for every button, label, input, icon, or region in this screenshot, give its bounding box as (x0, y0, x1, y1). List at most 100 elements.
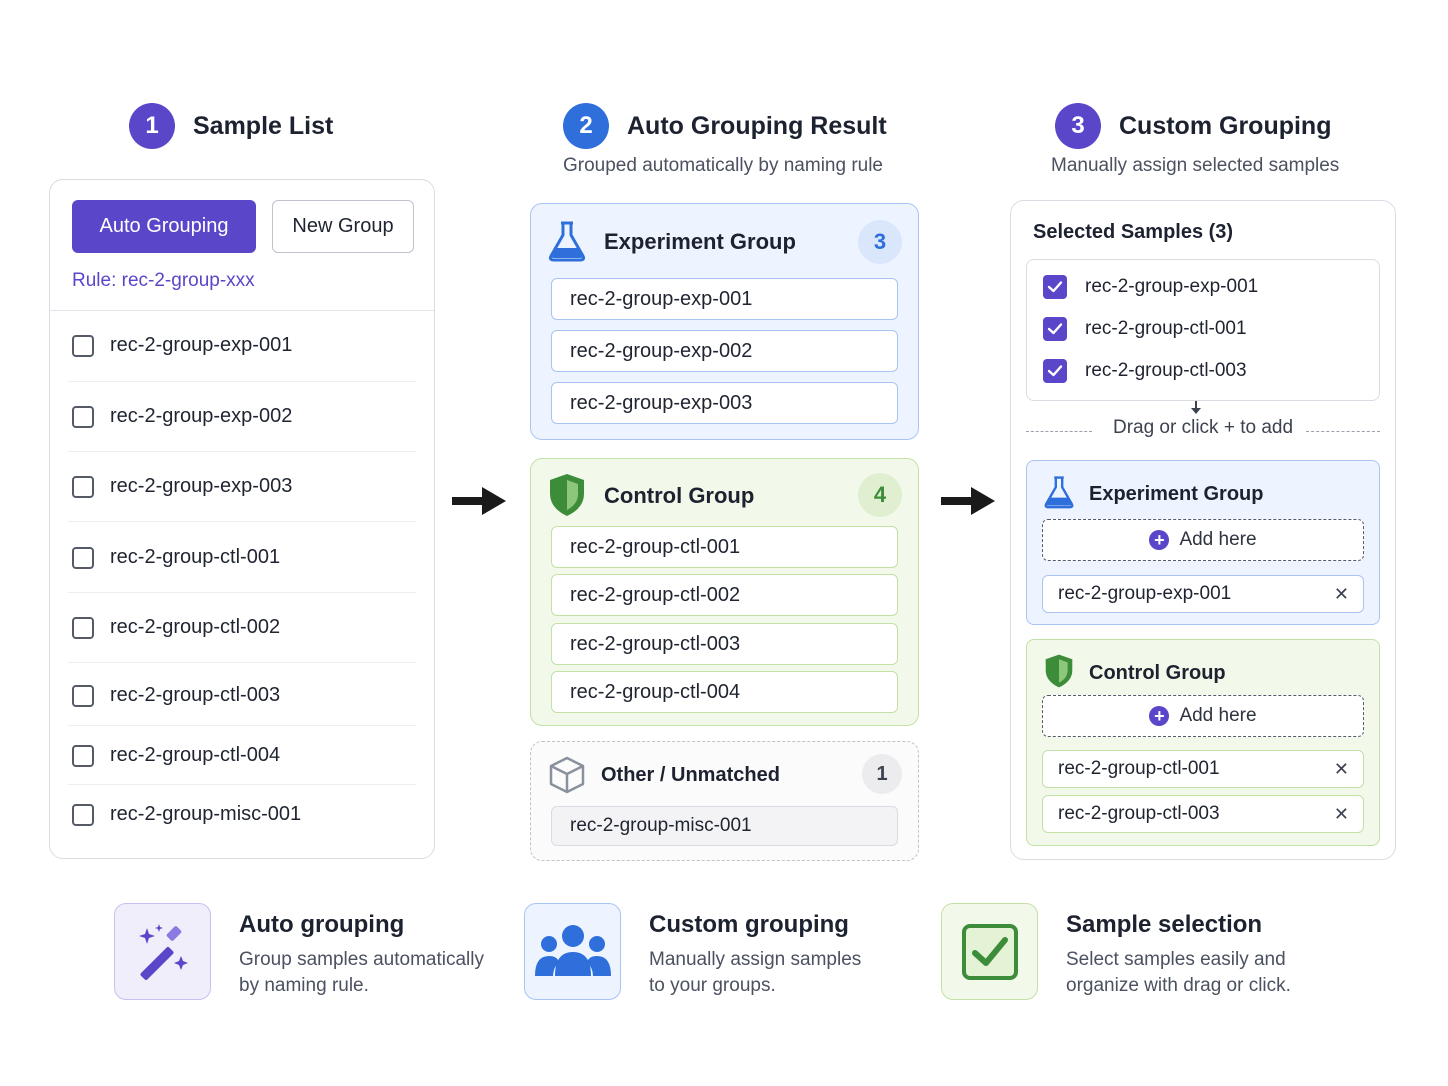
selected-samples-title: Selected Samples (3) (1033, 221, 1234, 243)
sample-name: rec-2-group-ctl-003 (1085, 360, 1247, 381)
selected-sample-row[interactable]: rec-2-group-exp-001 (1043, 275, 1258, 299)
divider (50, 310, 434, 311)
experiment-group-card: Experiment Group 3 rec-2-group-exp-001 r… (530, 203, 919, 440)
group-sample-item[interactable]: rec-2-group-ctl-002 (551, 574, 898, 616)
step-3-subtitle: Manually assign selected samples (1051, 155, 1340, 176)
divider (68, 784, 416, 785)
sample-name: rec-2-group-misc-001 (110, 803, 302, 825)
divider (68, 592, 416, 593)
checkbox-checked-icon[interactable] (1043, 275, 1067, 299)
other-group-count: 1 (862, 754, 902, 794)
control-group-title: Control Group (604, 483, 755, 508)
step-2-header: 2 Auto Grouping Result (563, 103, 887, 149)
auto-grouping-button[interactable]: Auto Grouping (72, 200, 256, 253)
arrow-down-icon (1191, 401, 1201, 414)
checkbox[interactable] (72, 684, 94, 707)
sample-name: rec-2-group-exp-001 (1085, 276, 1259, 297)
sample-row[interactable]: rec-2-group-ctl-004 (68, 744, 416, 767)
sample-list-panel: Auto Grouping New Group Rule: rec-2-grou… (49, 179, 435, 859)
step-3-title: Custom Grouping (1119, 111, 1332, 140)
checkbox[interactable] (72, 334, 94, 357)
sample-name: rec-2-group-exp-003 (110, 475, 293, 497)
cube-icon (549, 756, 585, 794)
divider (68, 381, 416, 382)
step-1-number: 1 (129, 103, 175, 149)
naming-rule: Rule: rec-2-group-xxx (72, 270, 255, 291)
feature-icon-box (524, 903, 621, 1000)
experiment-drop-title: Experiment Group (1089, 483, 1264, 505)
sample-name: rec-2-group-exp-002 (110, 405, 293, 427)
sample-name: rec-2-group-ctl-003 (1058, 803, 1220, 824)
feature-description: Group samples automatically by naming ru… (239, 949, 484, 996)
group-sample-item[interactable]: rec-2-group-ctl-003 (551, 623, 898, 665)
divider (68, 662, 416, 663)
feature-description: Manually assign samples to your groups. (649, 949, 862, 996)
control-group-count: 4 (858, 473, 902, 517)
users-icon (534, 924, 611, 976)
add-here-button[interactable]: + Add here (1042, 695, 1364, 737)
shield-icon (1045, 654, 1073, 688)
step-1-header: 1 Sample List (129, 103, 333, 149)
feature-title: Custom grouping (649, 911, 849, 938)
feature-title: Auto grouping (239, 911, 405, 938)
checkbox[interactable] (72, 744, 94, 767)
sample-name: rec-2-group-ctl-004 (110, 744, 281, 766)
close-icon[interactable]: ✕ (1333, 803, 1349, 824)
step-3-number: 3 (1055, 103, 1101, 149)
sample-name: rec-2-group-ctl-002 (110, 616, 281, 638)
divider (1026, 431, 1092, 432)
sample-row[interactable]: rec-2-group-exp-003 (68, 475, 416, 498)
sample-row[interactable]: rec-2-group-ctl-003 (68, 684, 416, 707)
custom-grouping-panel: Selected Samples (3) rec-2-group-exp-001… (1010, 200, 1396, 860)
sample-name: rec-2-group-exp-001 (1058, 583, 1232, 604)
group-sample-item[interactable]: rec-2-group-exp-002 (551, 330, 898, 372)
selected-sample-row[interactable]: rec-2-group-ctl-003 (1043, 359, 1247, 383)
add-here-button[interactable]: + Add here (1042, 519, 1364, 561)
divider (1306, 431, 1380, 432)
selected-samples-list: rec-2-group-exp-001 rec-2-group-ctl-001 … (1026, 259, 1380, 401)
group-sample-item[interactable]: rec-2-group-ctl-004 (551, 671, 898, 713)
step-1-title: Sample List (193, 111, 334, 140)
sample-row[interactable]: rec-2-group-ctl-002 (68, 616, 416, 639)
feature-sample-selection: Sample selection Select samples easily a… (941, 903, 1316, 1000)
checkbox[interactable] (72, 803, 94, 826)
group-sample-item[interactable]: rec-2-group-misc-001 (551, 806, 898, 846)
plus-icon: + (1149, 530, 1170, 550)
checkbox-checked-icon[interactable] (1043, 359, 1067, 383)
selected-sample-row[interactable]: rec-2-group-ctl-001 (1043, 317, 1247, 341)
control-drop-title: Control Group (1089, 662, 1226, 684)
experiment-group-title: Experiment Group (604, 229, 796, 254)
sample-row[interactable]: rec-2-group-exp-002 (68, 405, 416, 428)
assigned-sample: rec-2-group-ctl-003 ✕ (1042, 795, 1364, 833)
sample-name: rec-2-group-exp-001 (110, 334, 293, 356)
group-sample-item[interactable]: rec-2-group-exp-001 (551, 278, 898, 320)
close-icon[interactable]: ✕ (1333, 758, 1349, 779)
checkbox-icon (961, 923, 1018, 980)
new-group-button[interactable]: New Group (272, 200, 414, 253)
control-drop-zone[interactable]: Control Group + Add here rec-2-group-ctl… (1026, 639, 1380, 846)
checkbox[interactable] (72, 546, 94, 569)
step-2-title: Auto Grouping Result (627, 111, 887, 140)
sample-row[interactable]: rec-2-group-ctl-001 (68, 546, 416, 569)
checkbox[interactable] (72, 616, 94, 639)
arrow-right-icon (452, 487, 506, 515)
divider (68, 725, 416, 726)
feature-description: Select samples easily and organize with … (1066, 949, 1291, 996)
checkbox[interactable] (72, 405, 94, 428)
assigned-sample: rec-2-group-exp-001 ✕ (1042, 575, 1364, 613)
magic-wand-icon (138, 923, 188, 980)
group-sample-item[interactable]: rec-2-group-ctl-001 (551, 526, 898, 568)
divider (68, 521, 416, 522)
experiment-group-count: 3 (858, 220, 902, 264)
experiment-drop-zone[interactable]: Experiment Group + Add here rec-2-group-… (1026, 460, 1380, 625)
other-group-card: Other / Unmatched 1 rec-2-group-misc-001 (530, 741, 919, 861)
flask-icon (1044, 476, 1074, 509)
sample-row[interactable]: rec-2-group-exp-001 (68, 334, 416, 357)
plus-icon: + (1149, 706, 1170, 726)
checkbox[interactable] (72, 475, 94, 498)
sample-name: rec-2-group-ctl-003 (110, 684, 281, 706)
checkbox-checked-icon[interactable] (1043, 317, 1067, 341)
sample-row[interactable]: rec-2-group-misc-001 (68, 803, 416, 826)
close-icon[interactable]: ✕ (1333, 583, 1349, 604)
group-sample-item[interactable]: rec-2-group-exp-003 (551, 382, 898, 424)
